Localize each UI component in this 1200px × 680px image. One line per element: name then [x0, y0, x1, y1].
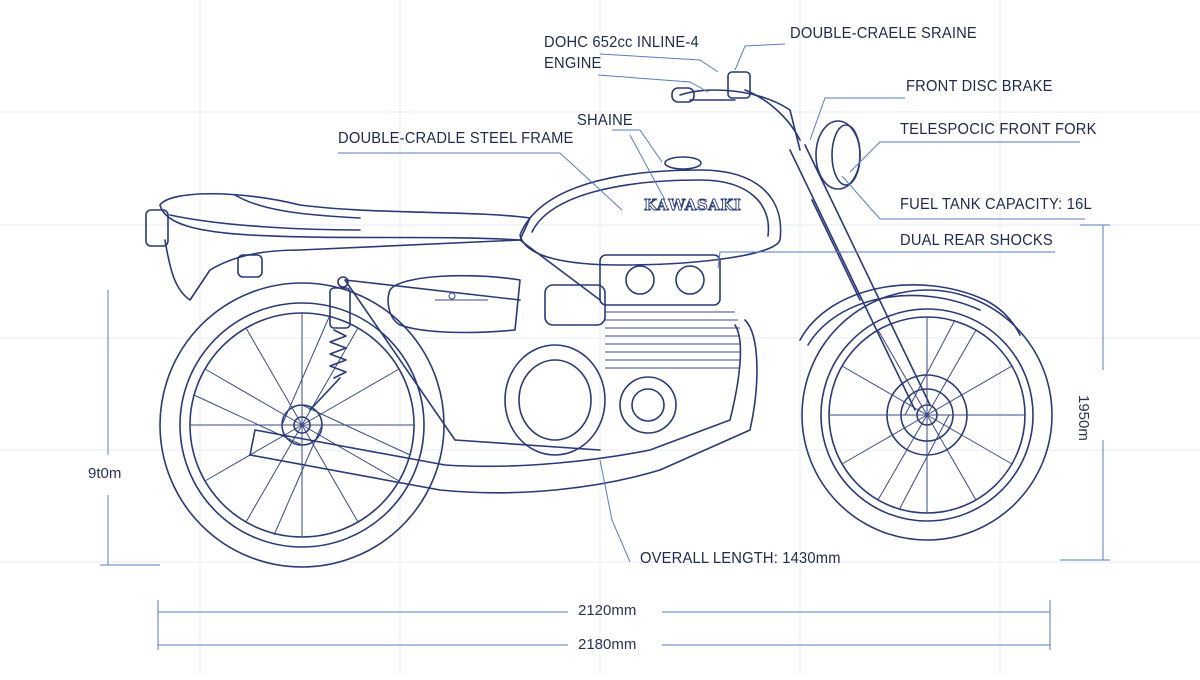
front-fender [799, 284, 1021, 341]
side-cover [387, 274, 521, 334]
front-fork [789, 144, 931, 411]
dimension-lines [100, 224, 1110, 650]
double-cradle-top-callout: DOUBLE-CRAELE SRAINE [790, 25, 977, 42]
telescopic-fork-callout: TELESPOCIC FRONT FORK [900, 121, 1097, 138]
engine-callout-line2: ENGINE [544, 55, 602, 72]
dimension-height-left: 9t0m [88, 465, 122, 482]
overall-length-callout: OVERALL LENGTH: 1430mm [640, 550, 841, 567]
steel-frame-callout: DOUBLE-CRADLE STEEL FRAME [338, 130, 574, 147]
fuel-cap [664, 156, 702, 170]
fuel-tank-capacity-callout: FUEL TANK CAPACITY: 16L [900, 196, 1092, 213]
engine-callout-line1: DOHC 652cc INLINE-4 [544, 34, 699, 51]
dimension-length-lower: 2180mm [578, 636, 637, 653]
rear-shock [309, 276, 351, 411]
handlebars [671, 71, 801, 151]
dual-rear-shocks-callout: DUAL REAR SHOCKS [900, 232, 1053, 249]
dimension-length-upper: 2120mm [578, 602, 637, 619]
rear-fender [164, 239, 301, 301]
front-disc-brake-callout: FRONT DISC BRAKE [906, 78, 1053, 95]
fuel-tank [519, 169, 782, 266]
exhaust-pipe [254, 324, 742, 468]
steel-frame [299, 239, 601, 451]
front-wheel [801, 289, 1053, 541]
engine-block [504, 254, 740, 456]
tail-light [145, 209, 169, 247]
seat [159, 193, 531, 241]
rear-wheel [159, 282, 445, 568]
shaine-callout: SHAINE [577, 112, 633, 129]
headlight [815, 120, 861, 190]
brand-badge: KAWASAKI [644, 196, 741, 214]
callout-leaders [338, 43, 1085, 563]
dimension-height-right: 1950m [1075, 395, 1092, 441]
